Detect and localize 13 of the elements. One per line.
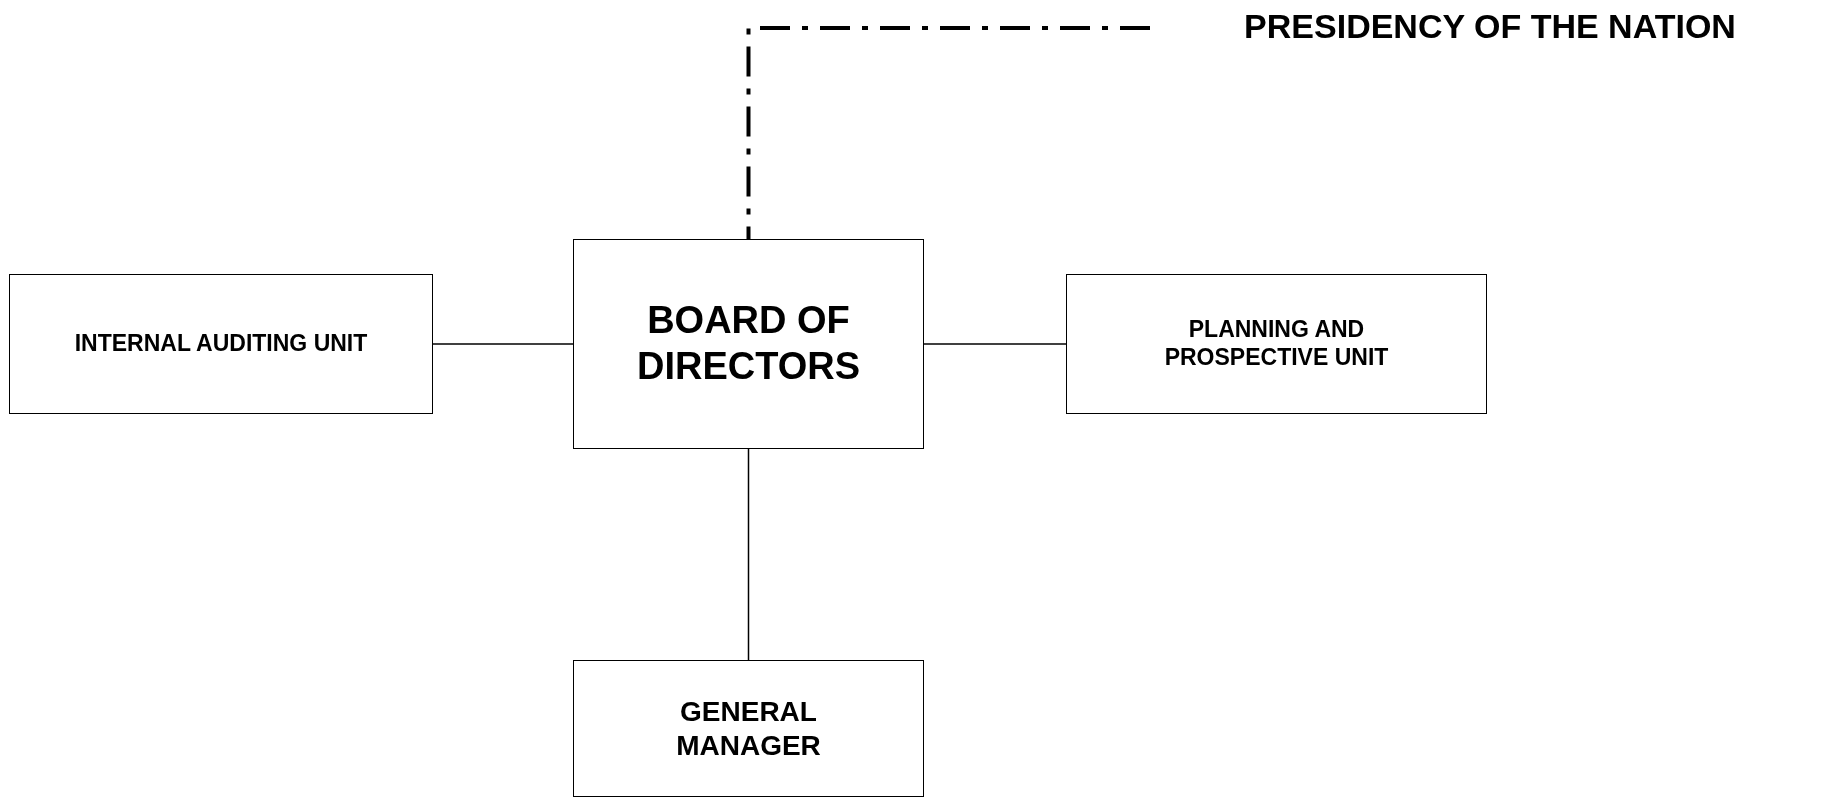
unit-label: INTERNAL AUDITING UNIT xyxy=(74,330,368,358)
unit-label: BOARD OF DIRECTORS xyxy=(635,298,862,389)
connector-line xyxy=(432,343,574,345)
unit-label: PLANNING AND PROSPECTIVE UNIT xyxy=(1163,316,1390,372)
connector-line xyxy=(923,343,1067,345)
unit-label: GENERAL MANAGER xyxy=(675,694,822,763)
org-unit-box xyxy=(1066,274,1487,414)
org-unit-box xyxy=(573,660,924,797)
connector-line xyxy=(746,26,1150,239)
org-unit-box xyxy=(573,239,924,449)
org-unit-box xyxy=(9,274,433,414)
heading-text: PRESIDENCY OF THE NATION xyxy=(1150,6,1830,50)
connector-line xyxy=(747,448,750,661)
